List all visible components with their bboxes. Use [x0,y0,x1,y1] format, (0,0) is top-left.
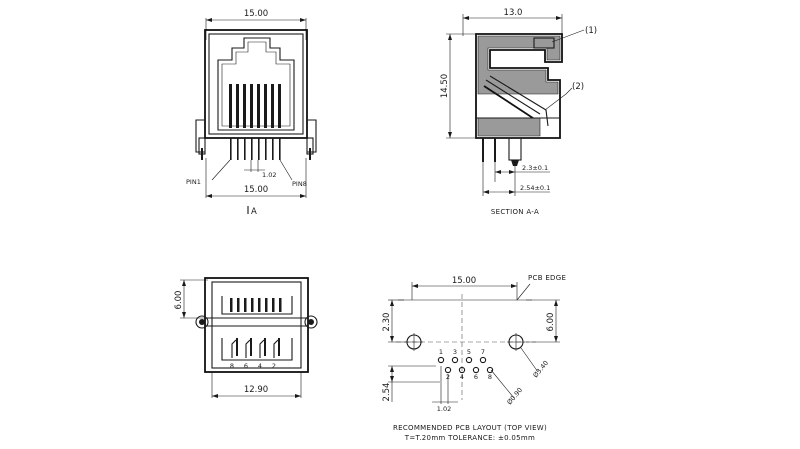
bottom-height: 6.00 [174,291,184,310]
pcb-pin-hole [465,356,473,364]
bottom-lower-contacts [231,338,280,358]
pcb-pin-hole [458,366,466,374]
pcb-hole-large: Ø3.40 [531,359,550,379]
pcb-layout-view: 15.00 PCB EDGE 1 3 5 7 2 4 6 8 2.3 [382,274,566,442]
pcb-dim-pitch: 1.02 [437,405,451,413]
pcb-caption: RECOMMENDED PCB LAYOUT (TOP VIEW) [393,424,547,432]
section-top-width: 13.0 [504,8,523,18]
bottom-view: 6.00 [174,277,318,398]
pcb-pin-hole [479,356,487,364]
front-top-width: 15.00 [244,9,268,19]
section-height: 14.50 [440,74,450,98]
pcb-pin-3: 3 [453,348,457,356]
front-pin-pitch: 1.02 [262,171,276,179]
bottom-pin-8: 8 [230,362,234,370]
front-contacts [229,84,281,128]
pcb-pin-5: 5 [467,348,471,356]
pcb-pin-hole [486,366,494,374]
pcb-dim-right: 6.00 [546,313,556,332]
pcb-pin-hole [472,366,480,374]
section-dim-pin-pitch: 2.54±0.1 [520,184,550,192]
section-dim-pin-offset: 2.3±0.1 [522,164,548,172]
pcb-pin-holes [437,356,494,374]
section-caption: SECTION A-A [491,208,539,216]
bottom-pin-2: 2 [272,362,276,370]
section-callout-2: (2) [572,82,584,92]
pcb-edge-label: PCB EDGE [528,274,566,282]
pcb-pin-hole [451,356,459,364]
front-view: 15.00 [186,9,317,217]
pcb-pin-4: 4 [460,373,464,381]
pcb-tolerance: T=T.20mm TOLERANCE: ±0.05mm [404,434,535,442]
pcb-dim-left-top: 2.30 [382,313,392,332]
pcb-pin-6: 6 [474,373,478,381]
pcb-pin-7: 7 [481,348,485,356]
pcb-width: 15.00 [452,276,476,286]
front-pin-left-label: PIN1 [186,178,201,186]
front-pin-right-label: PIN8 [292,180,307,188]
bottom-top-contacts [230,298,282,312]
section-marker: A [251,207,257,217]
pcb-pin-hole [437,356,445,364]
bottom-width: 12.90 [244,385,268,395]
section-view: 13.0 14.50 (1) (2) [440,8,597,216]
bottom-pin-4: 4 [258,362,262,370]
pcb-pin-8: 8 [488,373,492,381]
section-callout-1: (1) [585,26,597,36]
bottom-pin-6: 6 [244,362,248,370]
pcb-hole-small: Ø0.90 [505,386,524,406]
front-pins [201,138,311,160]
front-bottom-width: 15.00 [244,185,268,195]
pcb-pin-1: 1 [439,348,443,356]
pcb-pin-hole [444,366,452,374]
pcb-dim-left-bottom: 2.54 [382,383,392,402]
